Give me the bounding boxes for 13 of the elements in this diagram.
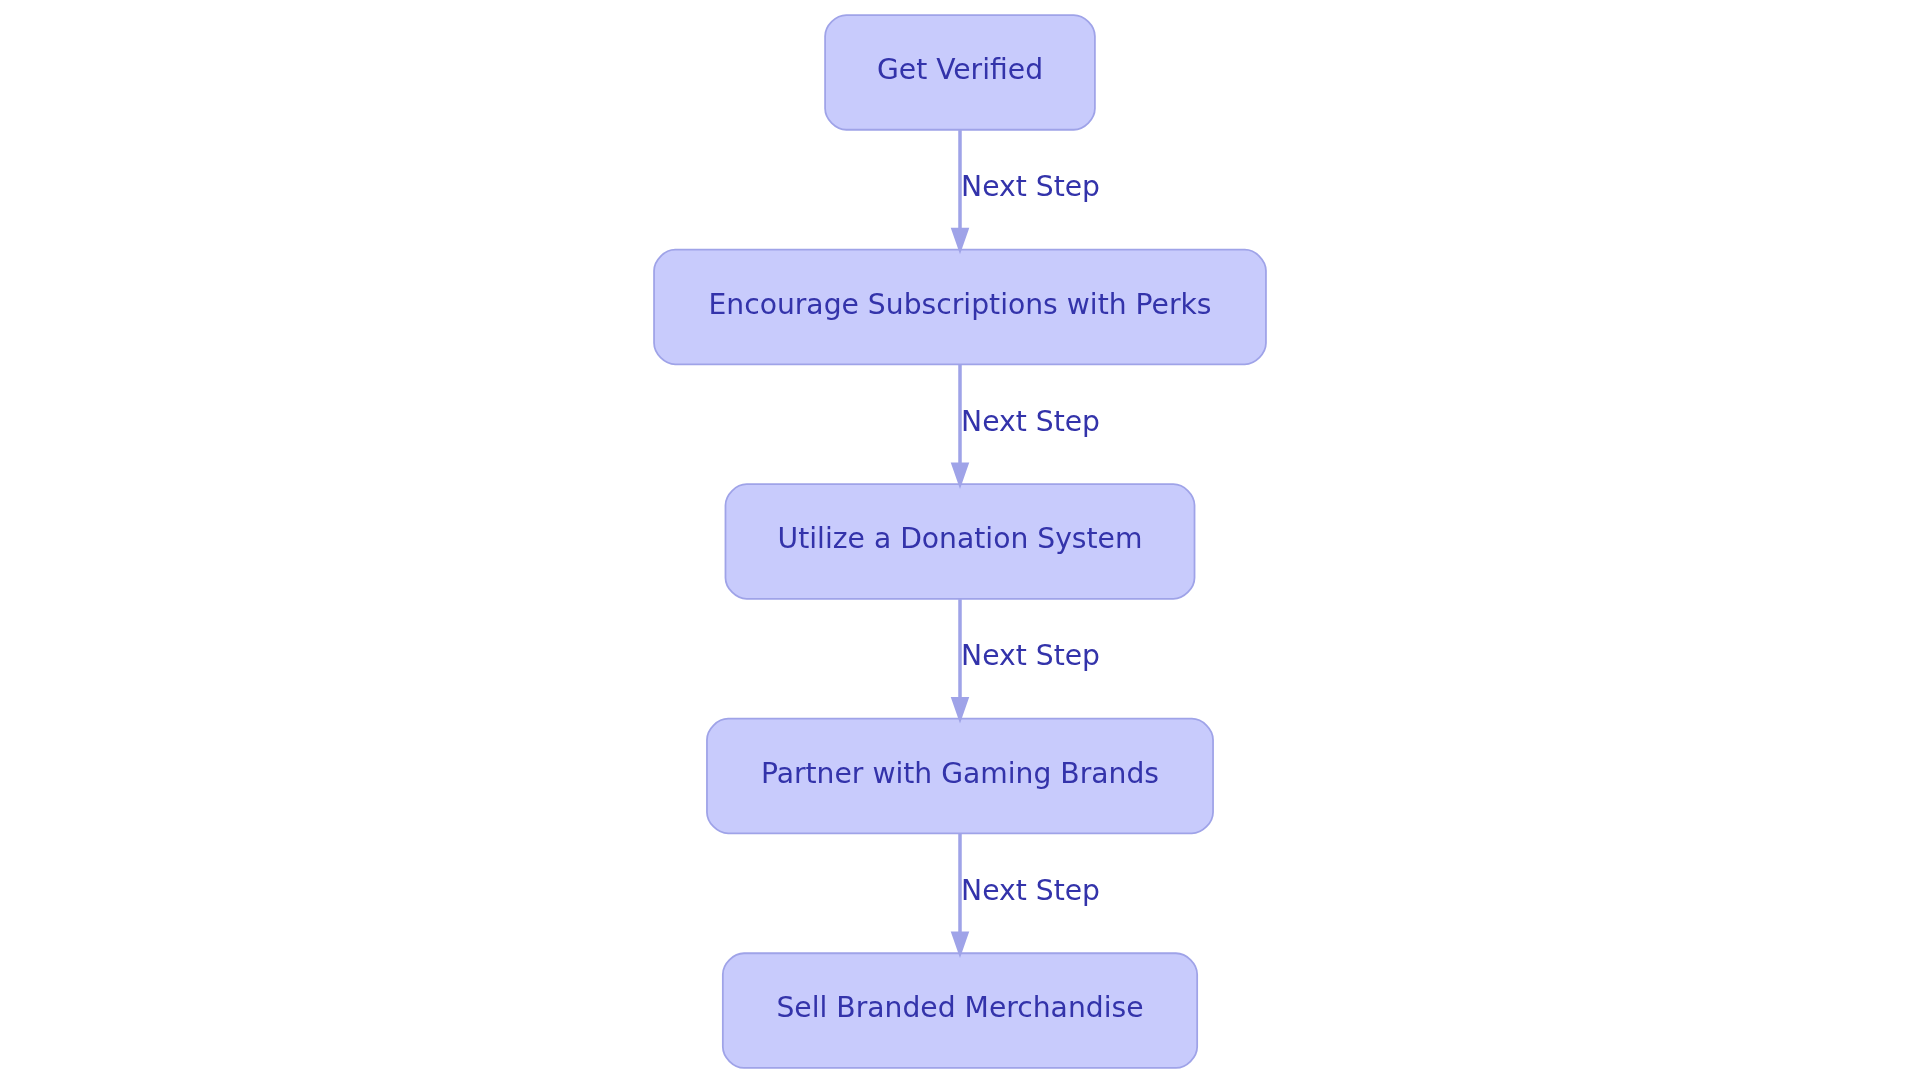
edge-label: Next Step [961,170,1100,204]
node-box: Partner with Gaming Brands [706,717,1214,835]
arrow [950,833,970,958]
edge-label: Next Step [961,404,1100,438]
edge-label: Next Step [961,874,1100,907]
node-box: Utilize a Donation System [724,483,1196,600]
edge-label: Next Step [961,639,1100,673]
node-box: Get Verified [824,14,1096,131]
arrow [950,364,970,489]
node-box: Sell Branded Merchandise [721,952,1199,1069]
arrow [950,599,970,724]
node-box: Encourage Subscriptions with Perks [653,248,1267,366]
arrow [950,130,970,255]
